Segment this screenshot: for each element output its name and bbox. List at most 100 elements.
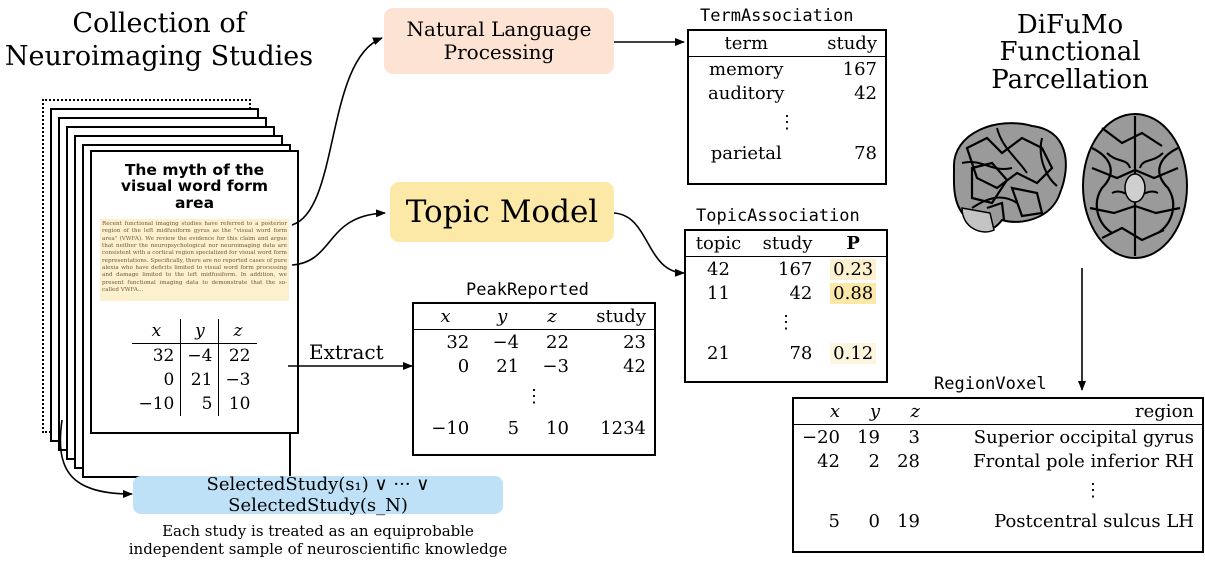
- table-row: 0 21 −3: [132, 367, 256, 392]
- cell: −20: [802, 426, 840, 448]
- cell: memory: [709, 58, 784, 80]
- cell: parietal: [710, 142, 782, 164]
- table-row: auditory 42: [689, 81, 885, 105]
- cell: Frontal pole inferior RH: [973, 450, 1194, 472]
- col-header: P: [820, 231, 886, 257]
- cell: 21: [496, 355, 520, 377]
- nlp-box: Natural Language Processing: [384, 8, 614, 74]
- extract-label: Extract: [309, 340, 384, 364]
- col-header: study: [750, 231, 821, 257]
- cell: Superior occipital gyrus: [973, 426, 1194, 448]
- cell: 19: [897, 510, 920, 532]
- table-row: memory 167: [689, 57, 885, 82]
- peak-reported-title: PeakReported: [466, 280, 589, 300]
- brain-parcellation-images: [952, 113, 1188, 259]
- cell: 5: [828, 510, 840, 532]
- cell: 42: [817, 450, 840, 472]
- col-header: term: [689, 31, 804, 57]
- probability-value: 0.12: [830, 342, 877, 364]
- difumo-title: DiFuMo Functional Parcellation: [950, 10, 1190, 94]
- topic-association-title: TopicAssociation: [696, 206, 860, 226]
- paper-title: The myth of the visual word form area: [120, 161, 269, 212]
- paper-front: The myth of the visual word form area Re…: [90, 150, 299, 434]
- cell: 167: [842, 58, 877, 80]
- cell: −10: [431, 417, 470, 439]
- vertical-ellipsis: ⋮: [1084, 479, 1102, 501]
- term-association-title: TermAssociation: [700, 6, 854, 26]
- col-header: study: [576, 304, 654, 330]
- probability-value: 0.23: [830, 258, 877, 280]
- cell: 11: [707, 282, 730, 304]
- col-header: y: [848, 399, 888, 425]
- col-header: study: [803, 31, 885, 57]
- brain-sagittal-image: [952, 122, 1067, 233]
- vertical-ellipsis: ⋮: [777, 311, 795, 333]
- cell: 0: [457, 355, 470, 377]
- table-row: −10 5 10 1234: [414, 416, 654, 440]
- cell: 0: [868, 510, 880, 532]
- table-row: −10 5 10: [132, 391, 256, 416]
- col-header: z: [888, 399, 928, 425]
- cell: 167: [778, 258, 813, 280]
- table-row: 32 −4 22: [132, 343, 256, 368]
- table-row: 42 2 28 Frontal pole inferior RH: [794, 449, 1202, 473]
- cell: 5: [180, 391, 220, 416]
- paper-col-header: x: [132, 318, 182, 344]
- cell: 28: [897, 450, 920, 472]
- difumo-title-line1: DiFuMo: [1016, 10, 1124, 40]
- cell: 1234: [600, 417, 646, 439]
- ellipsis-row: ⋮: [686, 305, 886, 341]
- cell: 2: [868, 450, 880, 472]
- cell: −3: [225, 369, 251, 390]
- collection-title-line2: Neuroimaging Studies: [4, 40, 314, 72]
- cell: 42: [623, 355, 646, 377]
- topic-model-box: Topic Model: [390, 182, 614, 242]
- cell: −10: [132, 391, 182, 416]
- difumo-title-line2: Functional: [999, 37, 1141, 68]
- nlp-label-line2: Processing: [443, 40, 555, 64]
- ellipsis-row: ⋮: [414, 378, 654, 416]
- cell: 32: [132, 343, 182, 368]
- ellipsis-row: ⋮: [794, 473, 1202, 509]
- nlp-label-line1: Natural Language: [406, 17, 592, 41]
- vertical-ellipsis: ⋮: [525, 385, 543, 407]
- cell: −4: [492, 331, 520, 353]
- cell: 78: [854, 142, 877, 164]
- selected-study-box: SelectedStudy(s₁) ∨ ··· ∨ SelectedStudy(…: [133, 474, 503, 516]
- cell: 10: [546, 417, 569, 439]
- cell: 5: [507, 417, 520, 439]
- collection-title-line1: Collection of: [72, 8, 246, 39]
- table-row: 0 21 −3 42: [414, 354, 654, 378]
- region-voxel-title: RegionVoxel: [934, 374, 1047, 394]
- cell: 32: [446, 331, 470, 353]
- col-header: x: [414, 304, 478, 330]
- table-row: 42 167 0.23: [686, 257, 886, 282]
- paper-col-header: y: [180, 318, 220, 344]
- cell: 0: [132, 367, 182, 392]
- probability-value: 0.88: [830, 282, 877, 304]
- paper-peak-table: x y z 32 −4 22 0 21 −3 −10 5 10: [132, 318, 257, 416]
- cell: −3: [542, 355, 569, 377]
- col-header: topic: [686, 231, 751, 257]
- cell: auditory: [708, 82, 785, 104]
- brain-axial-image: [1082, 113, 1188, 259]
- col-header: y: [477, 304, 528, 330]
- cell: 42: [854, 82, 877, 104]
- cell: 23: [623, 331, 646, 353]
- arrow-to-topic: [291, 209, 386, 266]
- arrow-to-selected: [59, 419, 133, 498]
- cell: 3: [908, 426, 920, 448]
- cell: 42: [707, 258, 730, 280]
- col-header: z: [527, 304, 577, 330]
- caption-line2: independent sample of neuroscientific kn…: [128, 540, 508, 558]
- cell: 22: [228, 345, 251, 366]
- selection-caption: Each study is treated as an equiprobable…: [128, 522, 508, 558]
- arrow-to-topicassoc: [611, 212, 685, 277]
- collection-title: Collection of Neuroimaging Studies: [0, 8, 318, 74]
- col-header: region: [928, 399, 1202, 425]
